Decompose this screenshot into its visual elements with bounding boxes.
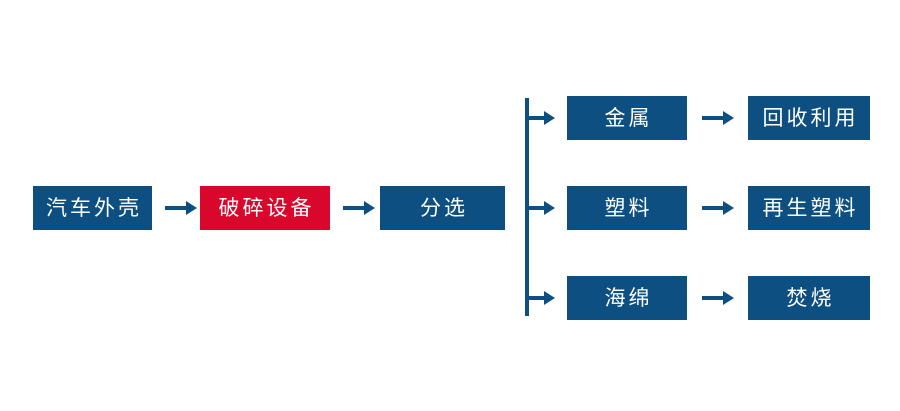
node-recycle-reuse[interactable]: 回收利用 <box>748 96 870 140</box>
node-metal[interactable]: 金属 <box>567 96 687 140</box>
node-sponge[interactable]: 海绵 <box>567 276 687 320</box>
node-sorting[interactable]: 分选 <box>380 186 505 230</box>
outcome-arrow-3-icon <box>702 285 734 311</box>
node-incineration[interactable]: 焚烧 <box>748 276 870 320</box>
node-plastic[interactable]: 塑料 <box>567 186 687 230</box>
node-car-shell[interactable]: 汽车外壳 <box>33 186 152 230</box>
branch-arrow-1-icon <box>527 105 555 131</box>
branch-arrow-2-icon <box>527 195 555 221</box>
outcome-arrow-1-icon <box>702 105 734 131</box>
node-recycled-plastic[interactable]: 再生塑料 <box>748 186 870 230</box>
node-shredding-equipment[interactable]: 破碎设备 <box>200 186 330 230</box>
main-arrow-1-icon <box>165 195 197 221</box>
main-arrow-2-icon <box>343 195 375 221</box>
branch-arrow-3-icon <box>527 285 555 311</box>
outcome-arrow-2-icon <box>702 195 734 221</box>
